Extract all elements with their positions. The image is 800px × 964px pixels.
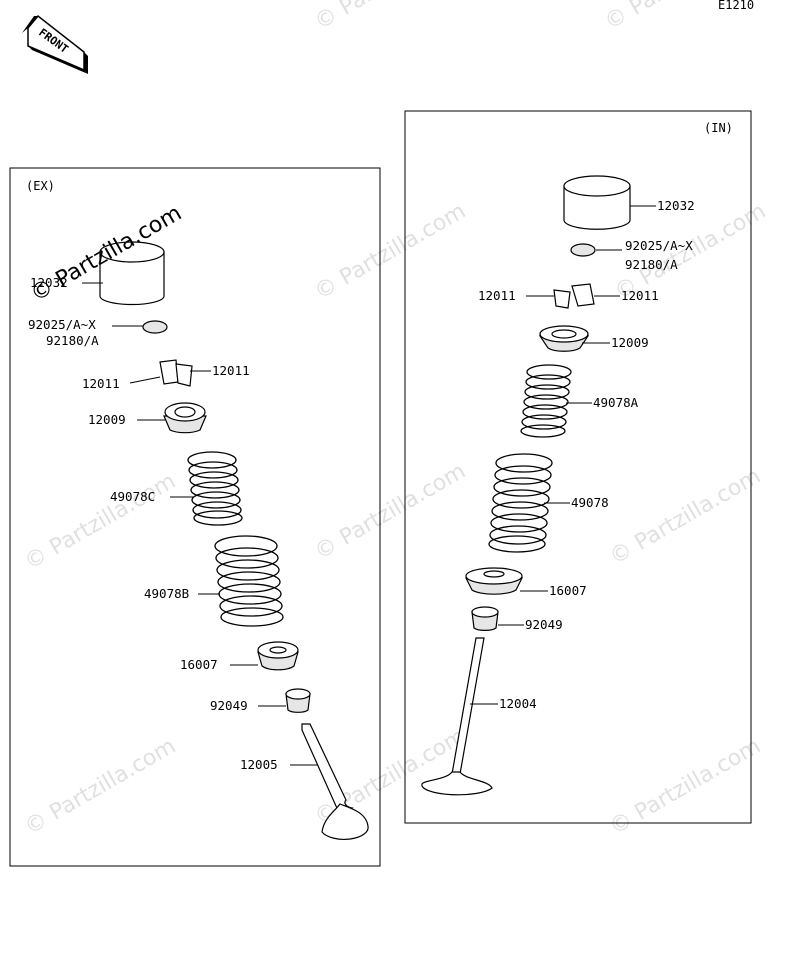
in-label-12004: 12004	[499, 696, 537, 711]
ex-label-12032: 12032	[30, 275, 68, 290]
front-arrow-icon: FRONT	[22, 14, 88, 74]
diagram-code: E1210	[718, 0, 754, 12]
ex-valve-seal	[285, 688, 311, 713]
ex-label-49078b: 49078B	[144, 586, 189, 601]
in-valve	[421, 637, 493, 796]
ex-label-12009: 12009	[88, 412, 126, 427]
watermark: © Partzilla.com	[311, 459, 471, 566]
watermark: © Partzilla.com	[606, 464, 766, 571]
in-label-49078: 49078	[571, 495, 609, 510]
watermark: © Partzilla.com	[606, 734, 766, 841]
watermarks: © Partzilla.com © Partzilla.com © Partzi…	[21, 0, 771, 840]
watermark: © Partzilla.com	[311, 0, 471, 35]
ex-retainer	[163, 402, 207, 434]
in-label-92049: 92049	[525, 617, 563, 632]
ex-label-92049: 92049	[210, 698, 248, 713]
ex-tappet	[99, 241, 165, 306]
in-label-12009: 12009	[611, 335, 649, 350]
in-panel-title: (IN)	[704, 121, 733, 135]
ex-label-12011-left: 12011	[82, 376, 120, 391]
ex-label-12011-right: 12011	[212, 363, 250, 378]
in-label-92180: 92180/A	[625, 257, 678, 272]
ex-spring-seat	[257, 641, 299, 671]
in-panel	[404, 110, 752, 824]
ex-label-12005: 12005	[240, 757, 278, 772]
ex-keepers	[159, 359, 193, 387]
ex-label-92180: 92180/A	[46, 333, 99, 348]
ex-label-92025: 92025/A~X	[28, 317, 96, 332]
in-label-92025: 92025/A~X	[625, 238, 693, 253]
ex-panel-title: (EX)	[26, 179, 55, 193]
in-label-49078a: 49078A	[593, 395, 639, 410]
in-retainer	[538, 325, 590, 352]
in-valve-seal	[471, 606, 499, 632]
ex-spring-outer	[214, 535, 284, 627]
in-tappet	[563, 175, 631, 230]
in-spring-inner	[520, 364, 572, 438]
watermark: © Partzilla.com	[311, 199, 471, 306]
in-label-12032: 12032	[657, 198, 695, 213]
in-label-12011-left: 12011	[478, 288, 516, 303]
ex-valve	[301, 723, 369, 840]
ex-label-16007: 16007	[180, 657, 218, 672]
watermark: © Partzilla.com	[21, 734, 181, 841]
ex-panel	[9, 167, 381, 867]
in-spring-outer	[488, 453, 553, 553]
ex-label-49078c: 49078C	[110, 489, 155, 504]
ex-spring-inner	[187, 451, 243, 526]
in-spring-seat	[465, 567, 523, 595]
in-label-16007: 16007	[549, 583, 587, 598]
in-keepers	[553, 283, 595, 309]
watermark: © Partzilla.com	[21, 469, 181, 576]
in-shim	[570, 243, 596, 257]
in-label-12011-right: 12011	[621, 288, 659, 303]
ex-shim	[142, 320, 168, 334]
